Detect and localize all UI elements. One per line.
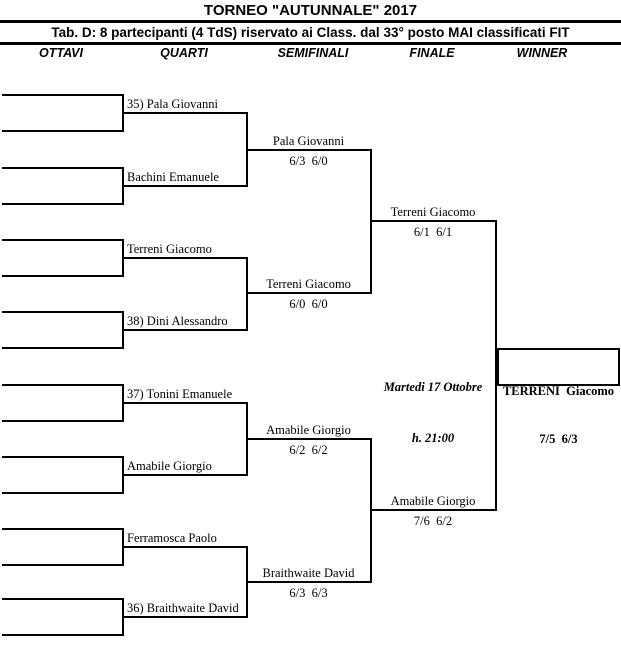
player-name: Amabile Giorgio (390, 494, 476, 508)
quarti-line (122, 112, 247, 114)
ottavi-slot-line (2, 311, 124, 313)
quarti-line (122, 616, 247, 618)
player-name: 36) Braithwaite David (127, 601, 239, 615)
column-header-ottavi: OTTAVI (39, 46, 83, 60)
player-name: 38) Dini Alessandro (127, 314, 228, 328)
ottavi-slot-line (2, 634, 124, 636)
player-name: Bachini Emanuele (127, 170, 219, 184)
quarti-line (122, 185, 247, 187)
finale-line (370, 509, 496, 511)
player-name: Amabile Giorgio (266, 423, 351, 437)
semifinali-line (246, 438, 371, 440)
ottavi-slot-line (2, 384, 124, 386)
ottavi-slot-line (2, 492, 124, 494)
match-score: 6/3 6/3 (289, 586, 328, 600)
ottavi-slot-line (2, 239, 124, 241)
player-name: 35) Pala Giovanni (127, 97, 218, 111)
match-score: 6/1 6/1 (413, 225, 453, 239)
ottavi-slot-line (2, 456, 124, 458)
match-score: 7/6 6/2 (413, 514, 453, 528)
match-score: 6/0 6/0 (289, 297, 328, 311)
ottavi-slot-line (2, 203, 124, 205)
column-header-winner: WINNER (516, 46, 568, 60)
quarti-line (122, 257, 247, 259)
divider-top (0, 20, 621, 23)
quarti-line (122, 546, 247, 548)
player-name: Terreni Giacomo (266, 277, 351, 291)
finale-connector (495, 220, 497, 511)
ottavi-slot-line (2, 420, 124, 422)
ottavi-slot-line (2, 564, 124, 566)
ottavi-slot-line (2, 275, 124, 277)
winner-box: TERRENI Giacomo 7/5 6/3 (497, 348, 620, 446)
ottavi-slot-line (2, 528, 124, 530)
divider-bottom (0, 42, 621, 45)
semifinali-line (246, 292, 371, 294)
column-header-finale: FINALE (409, 46, 455, 60)
subtitle: Tab. D: 8 partecipanti (4 TdS) riservato… (51, 25, 570, 40)
ottavi-slot-line (2, 347, 124, 349)
column-header-quarti: QUARTI (160, 46, 208, 60)
final-match-date: Martedi 17 Ottobre (383, 380, 483, 394)
quarti-line (122, 329, 247, 331)
quarti-line (122, 402, 247, 404)
ottavi-slot-line (2, 167, 124, 169)
player-name: Braithwaite David (262, 566, 355, 580)
player-name: Pala Giovanni (272, 134, 345, 148)
column-header-semifinali: SEMIFINALI (277, 46, 349, 60)
player-name: Terreni Giacomo (127, 242, 212, 256)
final-match-schedule: Martedi 17 Ottobre h. 21:00 (370, 345, 496, 481)
player-name: Terreni Giacomo (390, 205, 476, 219)
quarti-line (122, 474, 247, 476)
finale-line (370, 220, 496, 222)
ottavi-slot-line (2, 598, 124, 600)
semifinali-line (246, 149, 371, 151)
ottavi-slot-line (2, 94, 124, 96)
winner-score: 7/5 6/3 (539, 432, 578, 446)
player-name: 37) Tonini Emanuele (127, 387, 233, 401)
ottavi-slot-line (2, 130, 124, 132)
match-score: 6/2 6/2 (289, 443, 328, 457)
semifinali-line (246, 581, 371, 583)
page-title: TORNEO "AUTUNNALE" 2017 (203, 2, 418, 19)
winner-name: TERRENI Giacomo (502, 384, 615, 398)
player-name: Ferramosca Paolo (127, 531, 217, 545)
match-score: 6/3 6/0 (289, 154, 328, 168)
player-name: Amabile Giorgio (127, 459, 212, 473)
final-match-time: h. 21:00 (411, 431, 455, 445)
quarti-connector (246, 257, 248, 331)
